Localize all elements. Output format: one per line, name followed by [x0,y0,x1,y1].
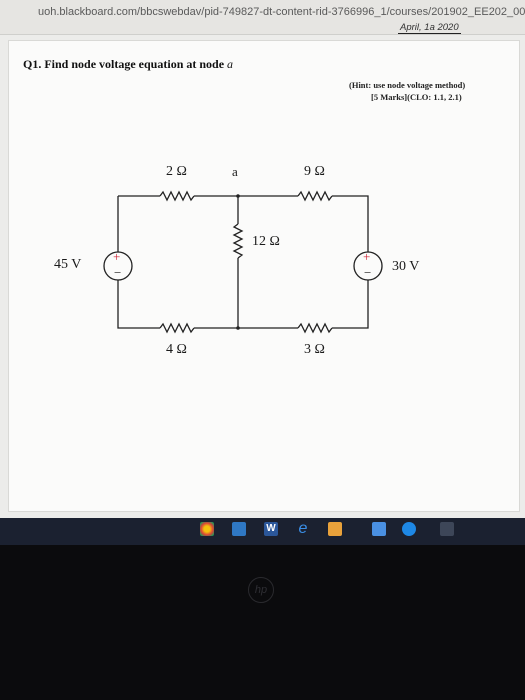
label-9ohm: 9 Ω [304,164,325,179]
hp-logo-icon: hp [248,577,274,603]
label-12ohm: 12 Ω [252,234,280,249]
chrome-icon[interactable] [200,522,214,536]
monitor-screen: uoh.blackboard.com/bbcswebdav/pid-749827… [0,0,525,545]
edge-icon[interactable]: e [298,520,308,537]
hint-block: (Hint: use node voltage method) [5 Marks… [349,79,465,103]
photos-icon[interactable] [372,522,386,536]
resistor-2ohm-zigzag [159,190,195,202]
label-4ohm: 4 Ω [166,342,187,357]
node-bottom-dot [236,326,240,330]
url-text[interactable]: uoh.blackboard.com/bbcswebdav/pid-749827… [38,6,525,18]
document-page: Q1. Find node voltage equation at node a… [8,40,520,512]
source-45v-plus: + [113,249,121,264]
source-30v-plus: + [363,249,371,264]
resistor-3ohm-zigzag [297,322,333,334]
browser-address-bar[interactable]: uoh.blackboard.com/bbcswebdav/pid-749827… [0,0,525,35]
wire-top-right [332,195,369,252]
settings-icon[interactable] [440,522,454,536]
resistor-12ohm-zigzag [232,223,244,259]
circuit-diagram [103,190,383,334]
wire-left-lower [117,280,160,329]
word-icon[interactable]: W [264,522,278,536]
question-number: Q1. [23,57,42,71]
node-a-dot [236,194,240,198]
windows-taskbar [0,518,525,545]
resistor-9ohm-zigzag [297,190,333,202]
label-30v: 30 V [392,259,420,274]
store-icon[interactable] [328,522,342,536]
mail-icon[interactable] [232,522,246,536]
label-node-a: a [232,164,238,179]
question-heading: Q1. Find node voltage equation at node a [23,57,233,72]
question-node: a [227,57,234,71]
label-3ohm: 3 Ω [304,342,325,357]
source-30v-circle [353,251,383,281]
source-30v-minus: − [364,265,372,280]
date-stamp: April, 1a 2020 [398,22,461,34]
hint-method: (Hint: use node voltage method) [349,80,466,90]
resistor-4ohm-zigzag [159,322,195,334]
label-45v: 45 V [54,257,82,272]
question-text: Find node voltage equation at node [44,57,225,71]
cortana-icon[interactable] [402,522,416,536]
source-45v-minus: − [114,265,122,280]
wire-bottom-right [332,280,369,329]
hint-marks: [5 Marks](CLO: 1.1, 2.1) [371,92,462,102]
label-2ohm: 2 Ω [166,164,187,179]
monitor-bezel [0,545,525,700]
